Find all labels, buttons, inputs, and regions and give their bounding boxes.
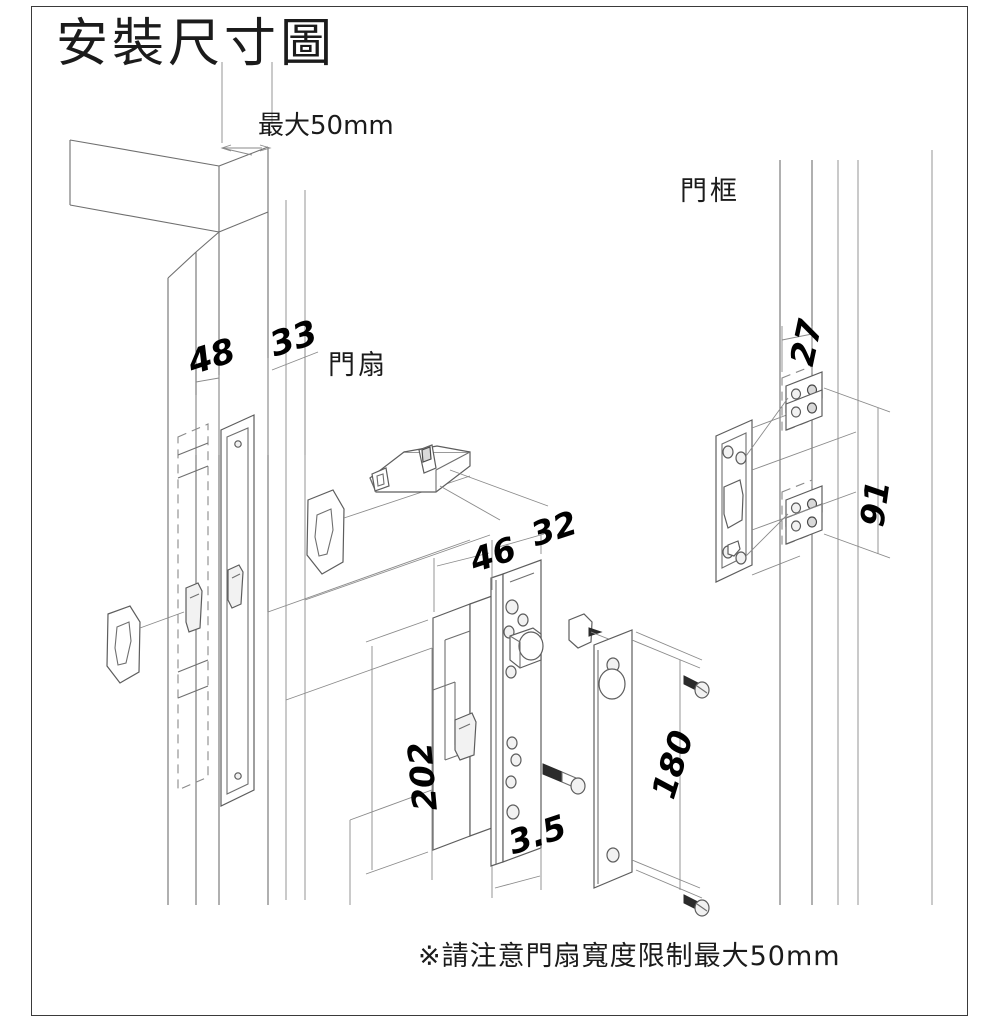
page-title: 安裝尺寸圖 (56, 14, 337, 74)
machine-screw (542, 763, 586, 795)
lock-body (432, 595, 493, 851)
euro-cylinder (369, 444, 549, 521)
dimension-91 (823, 387, 891, 559)
dimension-27: 27 (782, 315, 830, 370)
door-jamb-assembly (69, 139, 306, 905)
escutcheon-front (306, 475, 471, 575)
footer-note: ※請注意門扇寬度限制最大50mm (418, 941, 841, 972)
lock-faceplate (490, 559, 544, 867)
strike-leaders (745, 397, 857, 557)
strike-bracket-upper (781, 365, 823, 433)
wood-screw (683, 675, 710, 699)
dimension-max50 (220, 62, 273, 156)
dimension-27 (781, 326, 813, 372)
strike-plate (715, 409, 801, 583)
thumbturn (568, 613, 617, 649)
dimension-202: 202 (400, 740, 445, 813)
rear-hook-bolt (185, 582, 203, 633)
dimension-91: 91 (852, 478, 898, 529)
dimension-lock (365, 530, 703, 899)
dimension-48-33 (195, 340, 319, 455)
strike-bracket-lower (781, 479, 823, 547)
escutcheon-rear (106, 605, 185, 684)
label-door-frame: 門框 (680, 176, 740, 207)
label-door-leaf: 門扇 (328, 350, 388, 381)
cover-plate-180 (593, 629, 701, 889)
label-max-thickness: 最大50mm (258, 111, 394, 141)
mortise-cutout (177, 423, 209, 791)
wood-screw (683, 894, 710, 917)
long-cover-plate (220, 414, 255, 807)
